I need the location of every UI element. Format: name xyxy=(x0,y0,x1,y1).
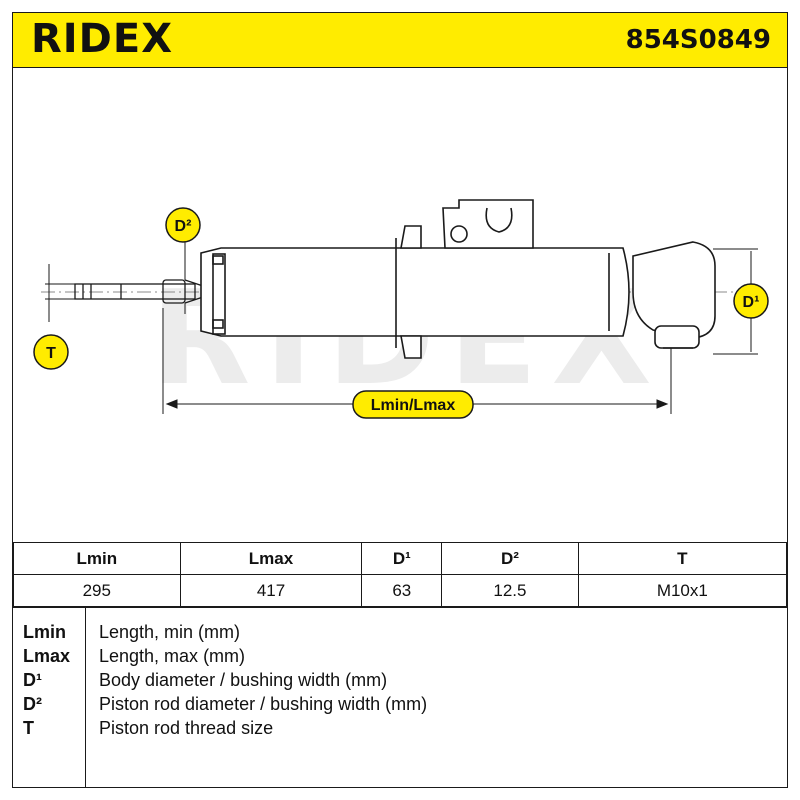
cylinder-body xyxy=(200,247,630,337)
value-d2: 12.5 xyxy=(441,574,579,607)
legend-term: D¹ xyxy=(23,670,42,690)
col-header-t: T xyxy=(577,542,788,575)
length-label: Lmin/Lmax xyxy=(352,390,474,419)
t-label: T xyxy=(33,334,69,370)
value-lmin: 295 xyxy=(13,574,181,607)
d2-label: D² xyxy=(165,207,201,243)
value-t: M10x1 xyxy=(577,574,788,607)
svg-text:D¹: D¹ xyxy=(743,294,760,311)
legend: Lmin Length, min (mm) Lmax Length, max (… xyxy=(13,607,787,788)
svg-text:Lmin/Lmax: Lmin/Lmax xyxy=(371,397,456,414)
specs-table: Lmin Lmax D¹ D² T 295 417 63 12.5 M10x1 xyxy=(13,542,788,607)
header-bar: RIDEX 854S0849 xyxy=(13,13,787,68)
col-header-lmax: Lmax xyxy=(179,542,363,575)
legend-term: Lmin xyxy=(23,622,66,642)
col-header-lmin: Lmin xyxy=(13,542,181,575)
specs-value-row: 295 417 63 12.5 M10x1 xyxy=(13,574,788,607)
brand-logo: RIDEX xyxy=(31,16,174,62)
legend-desc: Body diameter / bushing width (mm) xyxy=(99,670,388,690)
svg-text:T: T xyxy=(46,345,56,362)
value-lmax: 417 xyxy=(179,574,363,607)
t-dimension xyxy=(45,264,75,322)
legend-term: D² xyxy=(23,694,42,714)
shock-absorber-drawing: RIDEX xyxy=(33,199,769,419)
page-frame xyxy=(12,12,788,788)
strut-bracket xyxy=(395,199,534,359)
legend-desc: Length, max (mm) xyxy=(99,646,246,666)
col-header-d1: D¹ xyxy=(361,542,443,575)
col-header-d2: D² xyxy=(441,542,579,575)
legend-desc: Length, min (mm) xyxy=(99,622,241,642)
piston-rod xyxy=(74,279,204,304)
legend-term: T xyxy=(23,718,34,738)
part-number: 854S0849 xyxy=(625,25,771,55)
specs-header-row: Lmin Lmax D¹ D² T xyxy=(13,542,788,575)
value-d1: 63 xyxy=(361,574,443,607)
legend-divider xyxy=(85,608,86,788)
d1-label: D¹ xyxy=(733,283,769,319)
legend-desc: Piston rod thread size xyxy=(99,718,274,738)
legend-term: Lmax xyxy=(23,646,71,666)
legend-desc: Piston rod diameter / bushing width (mm) xyxy=(99,694,428,714)
lower-bushing xyxy=(632,241,716,349)
svg-text:D²: D² xyxy=(175,218,192,235)
